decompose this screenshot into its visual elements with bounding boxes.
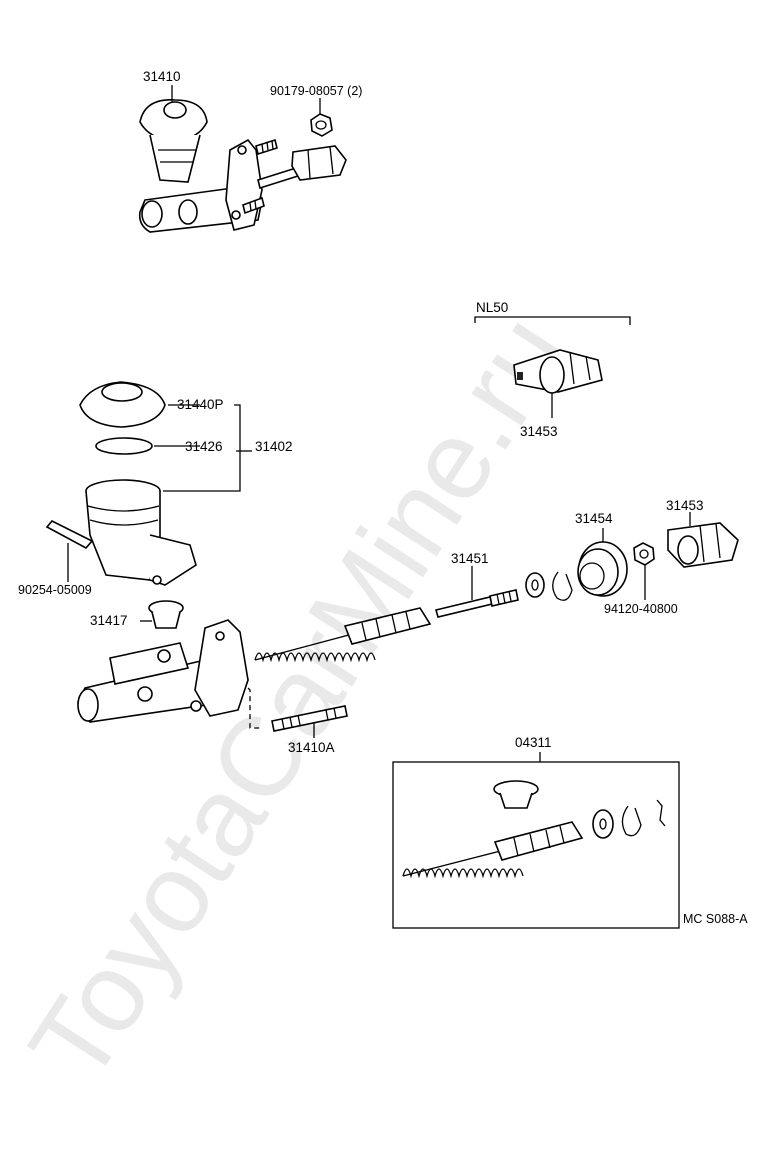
master-cylinder-assembly-illustration [138, 99, 347, 233]
label-assembly: 31410 [143, 69, 181, 84]
label-nut: 94120-40800 [604, 602, 678, 616]
label-group-nl50: NL50 [476, 300, 508, 315]
kit-clip-illustration [656, 799, 666, 827]
pin-illustration [45, 520, 94, 550]
kit-box [392, 761, 680, 929]
label-pin: 90254-05009 [18, 583, 92, 597]
kit-piston-spring-illustration [402, 821, 584, 879]
nut-illustration [633, 542, 655, 566]
label-nut-top: 90179-08057 (2) [270, 84, 362, 98]
snap-ring-illustration [552, 571, 573, 601]
push-rod-illustration [435, 589, 519, 618]
clevis-nl50-illustration [513, 349, 603, 394]
label-gasket: 31426 [185, 439, 223, 454]
kit-washer-illustration [592, 809, 614, 839]
stud-illustration [271, 705, 348, 732]
label-clevis: 31453 [666, 498, 704, 513]
boot-illustration [577, 541, 628, 597]
label-kit: 04311 [515, 735, 552, 750]
kit-snap-ring-illustration [621, 805, 642, 837]
reservoir-illustration [85, 479, 197, 586]
plug-illustration [148, 600, 184, 629]
reservoir-cap-illustration [79, 381, 166, 428]
label-plug: 31417 [90, 613, 128, 628]
label-reservoir-group: 31402 [255, 439, 293, 454]
label-diagram-code: MC S088-A [683, 912, 748, 926]
clevis-illustration [667, 522, 739, 568]
piston-spring-illustration [254, 607, 432, 663]
label-stud: 31410A [288, 740, 335, 755]
label-cap: 31440P [177, 397, 224, 412]
washer-illustration [525, 572, 545, 598]
kit-plug-illustration [493, 780, 539, 809]
gasket-illustration [95, 437, 153, 455]
label-boot: 31454 [575, 511, 613, 526]
label-clevis-nl50: 31453 [520, 424, 558, 439]
label-push-rod: 31451 [451, 551, 489, 566]
cylinder-body-illustration [77, 619, 249, 723]
